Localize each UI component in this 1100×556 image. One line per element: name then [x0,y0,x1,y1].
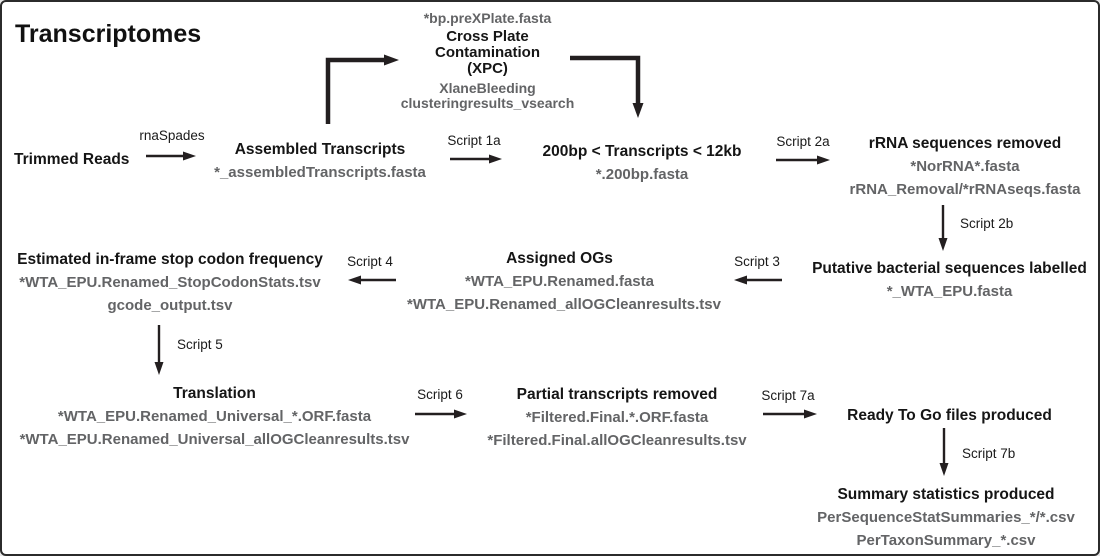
label-script-7a: Script 7a [761,388,815,403]
assembled-title: Assembled Transcripts [234,141,406,158]
node-ready-to-go: Ready To Go files produced [842,404,1057,427]
arrow-script-5 [154,325,164,375]
translation-file2: *WTA_EPU.Renamed_Universal_allOGCleanres… [19,431,410,448]
node-size-filter: 200bp < Transcripts < 12kb *.200bp.fasta [532,140,752,186]
bacterial-title: Putative bacterial sequences labelled [812,260,1087,277]
node-summary-statistics: Summary statistics produced PerSequenceS… [802,483,1090,552]
rrna-title: rRNA sequences removed [868,135,1062,152]
arrow-script-2a [776,155,830,165]
summary-file2: PerTaxonSummary_*.csv [856,532,1036,549]
translation-title: Translation [173,385,256,402]
node-bacterial-labelled: Putative bacterial sequences labelled *_… [807,257,1092,303]
size-filter-file: *.200bp.fasta [595,166,689,183]
assigned-ogs-file1: *WTA_EPU.Renamed.fasta [465,273,654,290]
arrow-xpc-to-size-filter [570,55,644,118]
partial-title: Partial transcripts removed [516,386,718,403]
xpc-title-line1: Cross Plate [446,28,529,45]
node-cross-plate-contamination: *bp.preXPlate.fasta Cross Plate Contamin… [380,11,595,111]
stop-codon-file1: *WTA_EPU.Renamed_StopCodonStats.tsv [19,274,321,291]
xpc-title-line3: (XPC) [467,60,508,77]
partial-file2: *Filtered.Final.allOGCleanresults.tsv [487,432,747,449]
node-partial-removed: Partial transcripts removed *Filtered.Fi… [482,383,752,452]
arrow-script-7a [763,409,817,419]
xpc-output-file1: XlaneBleeding [439,80,536,96]
arrow-rnaspades [146,151,196,161]
summary-file1: PerSequenceStatSummaries_*/*.csv [817,509,1075,526]
label-script-2b: Script 2b [960,216,1014,231]
stop-codon-title: Estimated in-frame stop codon frequency [17,251,323,268]
label-script-5: Script 5 [177,337,223,352]
arrow-script-2b [938,205,948,251]
stop-codon-file2: gcode_output.tsv [107,297,233,314]
arrow-script-4 [348,275,396,285]
node-rrna-removed: rRNA sequences removed *NorRNA*.fasta rR… [845,132,1085,201]
label-script-4: Script 4 [347,254,393,269]
label-script-6: Script 6 [417,387,463,402]
arrow-assembled-to-xpc [325,54,399,124]
partial-file1: *Filtered.Final.*.ORF.fasta [525,409,709,426]
arrow-script-3 [734,275,782,285]
node-translation: Translation *WTA_EPU.Renamed_Universal_*… [7,382,422,451]
xpc-output-file2: clusteringresults_vsearch [400,95,575,111]
summary-title: Summary statistics produced [837,486,1055,503]
node-assembled-transcripts: Assembled Transcripts *_assembledTranscr… [200,138,440,184]
label-script-2a: Script 2a [776,134,830,149]
page-title: Transcriptomes [15,20,202,48]
trimmed-reads-title: Trimmed Reads [14,151,130,168]
arrow-script-1a [450,154,502,164]
rrna-file1: *NorRNA*.fasta [910,158,1020,175]
label-script-7b: Script 7b [962,446,1016,461]
ready-title: Ready To Go files produced [847,407,1052,424]
bacterial-file: *_WTA_EPU.fasta [886,283,1013,300]
translation-file1: *WTA_EPU.Renamed_Universal_*.ORF.fasta [57,408,372,425]
rrna-file2: rRNA_Removal/*rRNAseqs.fasta [849,181,1081,198]
node-stop-codon-frequency: Estimated in-frame stop codon frequency … [10,248,330,317]
label-script-3: Script 3 [734,254,780,269]
assigned-ogs-title: Assigned OGs [506,250,613,267]
assembled-file: *_assembledTranscripts.fasta [214,164,426,181]
assigned-ogs-file2: *WTA_EPU.Renamed_allOGCleanresults.tsv [407,296,721,313]
xpc-input-file: *bp.preXPlate.fasta [423,10,552,26]
size-filter-title: 200bp < Transcripts < 12kb [542,143,742,160]
label-script-1a: Script 1a [447,133,501,148]
arrow-script-6 [415,409,467,419]
arrow-script-7b [939,428,949,476]
node-assigned-ogs: Assigned OGs *WTA_EPU.Renamed.fasta *WTA… [407,247,721,316]
xpc-title-line2: Contamination [435,44,540,61]
label-rnaspades: rnaSpades [139,128,205,143]
node-trimmed-reads: Trimmed Reads [14,148,129,171]
